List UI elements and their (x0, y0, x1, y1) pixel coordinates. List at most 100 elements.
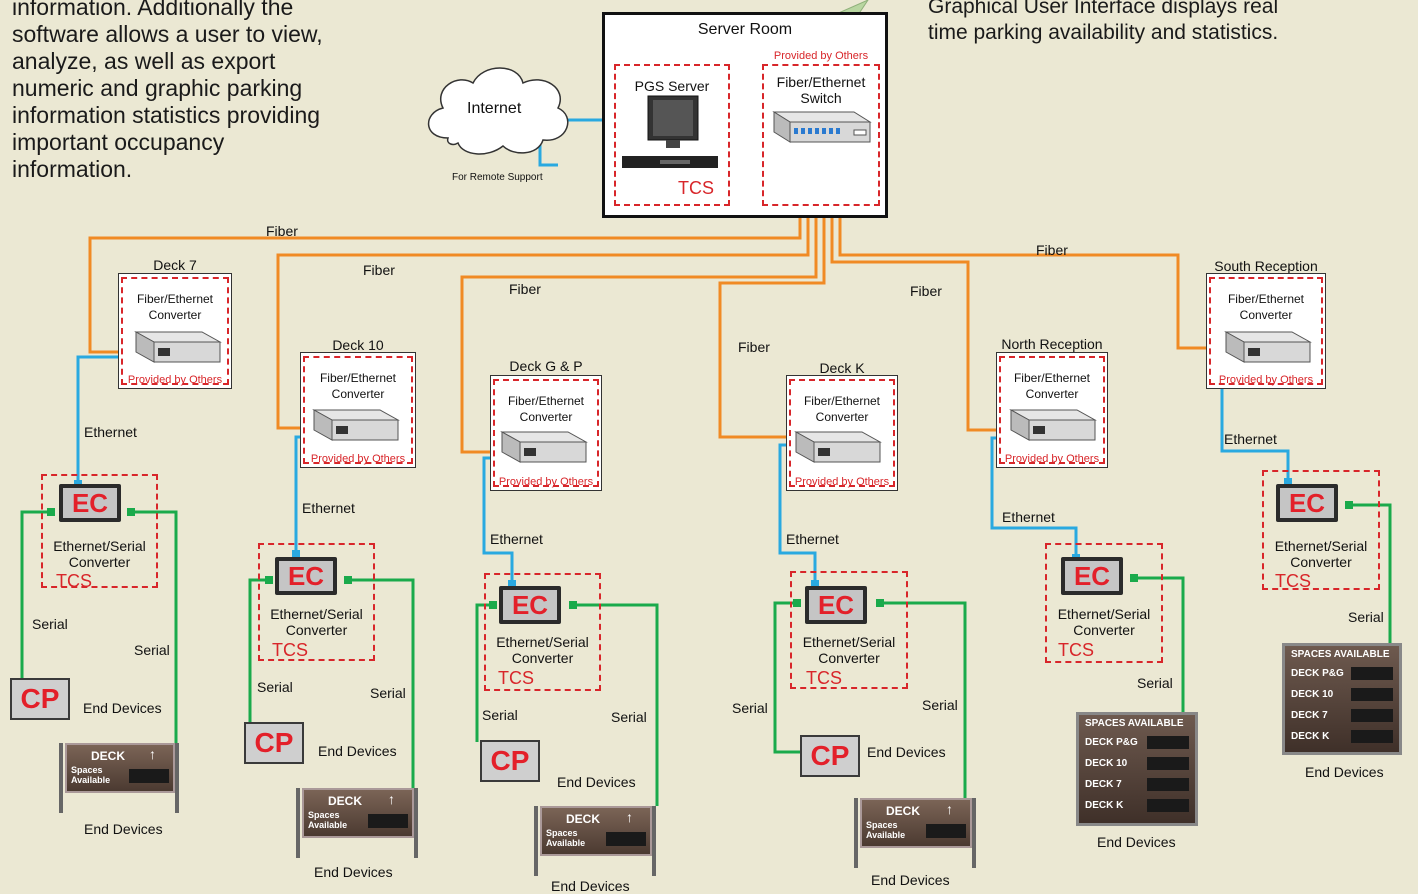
deckk-dashed (789, 379, 895, 487)
deckgp-converter-label: Fiber/Ethernet Converter (507, 394, 585, 424)
ethernet-label-1: Ethernet (84, 424, 137, 440)
server-monitor-icon (622, 95, 718, 168)
deckk-converter-label: Fiber/Ethernet Converter (803, 394, 881, 424)
serial-label-4: Serial (370, 685, 406, 701)
south-label: South Reception (1214, 258, 1318, 274)
end-devices-8: End Devices (871, 872, 950, 888)
deck-sign-2-display (368, 814, 408, 828)
serial-label-5: Serial (482, 707, 518, 723)
ec4-label: EC (809, 590, 863, 620)
ec6-box: EC (1276, 484, 1338, 522)
serial-label-10: Serial (1348, 609, 1384, 625)
deck7-converter-icon (134, 331, 222, 363)
right-paragraph: Graphical User Interface displays real t… (928, 0, 1279, 44)
deck-sign-3-arrow: ↑ (626, 809, 633, 825)
deck-sign-1-arrow: ↑ (149, 746, 156, 762)
south-converter-label: Fiber/Ethernet Converter (1227, 292, 1305, 322)
ec3-tcs: TCS (498, 668, 534, 688)
deck-sign-2: DECK ↑ Spaces Available (292, 788, 422, 863)
deck-sign-1-display (129, 769, 169, 783)
ec4-caption: Ethernet/Serial Converter (802, 634, 896, 666)
north-label: North Reception (1001, 336, 1103, 352)
deck10-dashed (303, 356, 413, 464)
deck-sign-3-title: DECK (566, 812, 601, 826)
deck7-converter-label: Fiber/Ethernet Converter (136, 292, 214, 322)
end-devices-10: End Devices (1305, 764, 1384, 780)
end-devices-3: End Devices (318, 743, 397, 759)
north-dashed (999, 356, 1105, 464)
ec3-label: EC (503, 590, 557, 620)
deck-sign-1: DECK ↑ Spaces Available (55, 743, 183, 818)
end-devices-5: End Devices (557, 774, 636, 790)
internet-cloud-icon (427, 67, 569, 155)
spaces-sign-north-row-4: DECK K (1085, 800, 1124, 811)
switch-label: Fiber/Ethernet Switch (776, 74, 866, 106)
deck-sign-3-display (606, 832, 646, 846)
ec5-tcs: TCS (1058, 640, 1094, 660)
ethernet-label-3: Ethernet (490, 531, 543, 547)
ec6-tcs: TCS (1275, 571, 1311, 591)
switch-provided-label: Provided by Others (773, 50, 869, 62)
end-devices-2: End Devices (84, 821, 163, 837)
ec2-label: EC (279, 561, 333, 591)
deck-sign-2-spaces: Spaces Available (308, 810, 348, 830)
serial-label-9: Serial (1137, 675, 1173, 691)
deck-sign-4-title: DECK (886, 804, 921, 818)
ec6-dashed (1262, 470, 1380, 590)
internet-label: Internet (467, 100, 522, 117)
serial-label-6: Serial (611, 709, 647, 725)
spaces-sign-south: SPACES AVAILABLE DECK P&G DECK 10 DECK 7… (1282, 643, 1402, 755)
deck-sign-4: DECK ↑ Spaces Available (850, 798, 980, 870)
serial-lines (20, 503, 1392, 806)
end-devices-6: End Devices (551, 878, 630, 894)
fiber-label-1: Fiber (266, 223, 298, 239)
ec3-caption: Ethernet/Serial Converter (496, 634, 589, 666)
ec6-label: EC (1280, 488, 1334, 518)
spaces-sign-north: SPACES AVAILABLE DECK P&G DECK 10 DECK 7… (1076, 712, 1198, 826)
deckgp-converter-icon (500, 431, 588, 463)
south-dashed (1209, 277, 1323, 385)
fiber-label-2: Fiber (363, 262, 395, 278)
ec1-dashed (41, 474, 158, 588)
cp2-box: CP (244, 722, 304, 764)
ec5-caption: Ethernet/Serial Converter (1057, 606, 1151, 638)
deckgp-label: Deck G & P (509, 358, 583, 374)
ethernet-label-4: Ethernet (786, 531, 839, 547)
end-devices-9: End Devices (1097, 834, 1176, 850)
pgs-server-label: PGS Server (634, 78, 710, 94)
south-provided: Provided by Others (1218, 374, 1314, 386)
deck10-provided: Provided by Others (310, 453, 406, 465)
ec2-caption: Ethernet/Serial Converter (270, 606, 363, 638)
ec3-dashed (484, 573, 601, 691)
cp4-box: CP (800, 735, 860, 777)
ec2-box: EC (275, 557, 337, 595)
deck-sign-3-spaces: Spaces Available (546, 828, 586, 848)
remote-support-label: For Remote Support (452, 172, 543, 183)
serial-label-8: Serial (922, 697, 958, 713)
end-devices-1: End Devices (83, 700, 162, 716)
north-provided: Provided by Others (1004, 453, 1100, 465)
ethernet-label-5: Ethernet (1002, 509, 1055, 525)
deck10-converter-label: Fiber/Ethernet Converter (319, 371, 397, 401)
ethernet-label-6: Ethernet (1224, 431, 1277, 447)
deck-sign-4-spaces: Spaces Available (866, 820, 906, 840)
deck-sign-1-title: DECK (91, 749, 126, 763)
deck-sign-2-arrow: ↑ (388, 791, 395, 807)
spaces-sign-north-row-2: DECK 10 (1085, 758, 1128, 769)
pgs-server-dashed-box (614, 64, 730, 206)
deck-sign-4-display (926, 824, 966, 838)
deck10-label: Deck 10 (332, 337, 384, 353)
ec3-box: EC (499, 586, 561, 624)
spaces-sign-south-row-3: DECK 7 (1291, 710, 1328, 721)
deck-sign-2-title: DECK (328, 794, 363, 808)
deck10-converter-icon (312, 409, 400, 441)
server-tcs-label: TCS (678, 178, 714, 198)
deckgp-dashed (493, 379, 599, 487)
north-converter-label: Fiber/Ethernet Converter (1013, 371, 1091, 401)
serial-label-3: Serial (257, 679, 293, 695)
fiber-label-3: Fiber (509, 281, 541, 297)
ec2-dashed (258, 543, 375, 661)
ec5-label: EC (1065, 561, 1119, 591)
south-converter-icon (1224, 331, 1312, 363)
fiber-label-6: Fiber (1036, 242, 1068, 258)
